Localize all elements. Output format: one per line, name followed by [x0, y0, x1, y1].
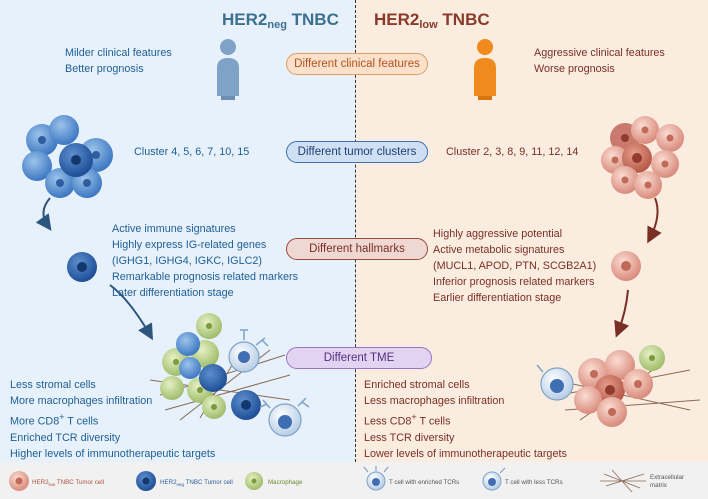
- arrow-right-top: [647, 197, 662, 244]
- right-clinical-text: Aggressive clinical features Worse progn…: [534, 47, 665, 75]
- arrow-left-bottom: [109, 284, 153, 341]
- right-clusters-text: Cluster 2, 3, 8, 9, 11, 12, 14: [446, 146, 579, 158]
- legend-tcell-enriched-icon: [363, 466, 389, 491]
- her2low-single-cell-icon: [611, 251, 641, 281]
- her2low-tumor-cluster-icon: [601, 116, 684, 199]
- her2neg-single-cell-icon: [67, 252, 97, 282]
- her2neg-header: HER2neg TNBC: [222, 10, 339, 31]
- right-hallmarks-text: Highly aggressive potential Active metab…: [433, 228, 597, 304]
- pill-tme: Different TME: [286, 347, 432, 369]
- legend-tcell-enriched-label: T cell with enriched TCRs: [389, 479, 460, 486]
- arrow-right-bottom: [614, 289, 630, 338]
- legend-macrophage-label: Macrophage: [268, 479, 303, 486]
- pill-tumor-clusters: Different tumor clusters: [286, 141, 428, 163]
- legend-ecm-label: Extracellular matrix: [650, 474, 685, 489]
- person-orange-icon: [474, 39, 496, 100]
- legend-her2neg-label: HER2neg TNBC Tumor cell: [160, 479, 233, 488]
- arrow-left-top: [35, 197, 52, 231]
- legend-tcell-less-icon: [482, 467, 506, 491]
- left-tme-text: Less stromal cells More macrophages infi…: [10, 379, 216, 460]
- her2neg-tumor-cluster-icon: [22, 115, 113, 198]
- legend-her2low-tumor-icon: [9, 471, 29, 491]
- legend-macrophage-icon: [245, 472, 263, 490]
- legend-her2neg-tumor-icon: [136, 471, 156, 491]
- her2low-header: HER2low TNBC: [374, 10, 490, 31]
- legend-her2low-label: HER2low TNBC Tumor cell: [32, 479, 104, 488]
- legend-bar: [0, 462, 708, 499]
- her2low-tme-illustration: [536, 345, 701, 427]
- legend-ecm-icon: [600, 469, 646, 493]
- center-divider: [355, 0, 356, 462]
- left-hallmarks-text: Active immune signatures Highly express …: [112, 223, 299, 299]
- legend-tcell-less-label: T cell with less TCRs: [505, 479, 563, 486]
- her2neg-tme-illustration: [149, 313, 310, 437]
- left-clinical-text: Milder clinical features Better prognosi…: [65, 47, 172, 75]
- pill-hallmarks: Different hallmarks: [286, 238, 428, 260]
- left-clusters-text: Cluster 4, 5, 6, 7, 10, 15: [134, 146, 250, 158]
- right-tme-text: Enriched stromal cells Less macrophages …: [364, 379, 567, 460]
- person-blue-icon: [217, 39, 239, 100]
- pill-clinical-features: Different clinical features: [286, 53, 428, 75]
